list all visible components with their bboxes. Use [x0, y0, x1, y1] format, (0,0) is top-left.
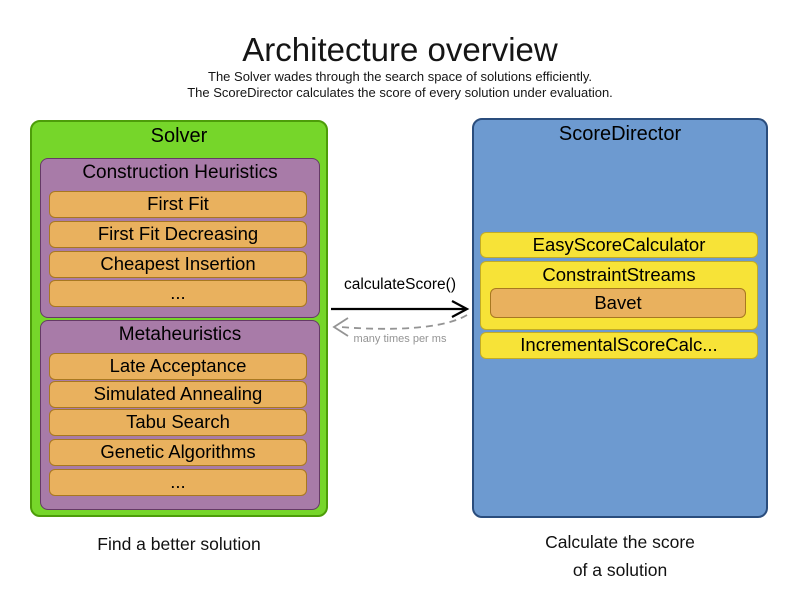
solver-box: Solver Construction Heuristics First Fit…: [30, 120, 328, 517]
algorithm-item-simulated-annealing: Simulated Annealing: [49, 381, 307, 408]
score-director-caption: Calculate the score of a solution: [472, 528, 768, 584]
score-director-title: ScoreDirector: [558, 123, 682, 145]
solver-title: Solver: [150, 125, 208, 147]
algorithm-item-tabu-search: Tabu Search: [49, 409, 307, 436]
constraint-streams-label: ConstraintStreams: [542, 264, 696, 285]
bavet-box: Bavet: [490, 288, 746, 318]
constraint-streams-box: ConstraintStreams Bavet: [480, 261, 758, 330]
algorithm-item-late-acceptance: Late Acceptance: [49, 353, 307, 380]
solver-caption: Find a better solution: [97, 534, 261, 554]
calculate-score-label: calculateScore(): [344, 276, 456, 293]
algorithm-item-first-fit-decreasing: First Fit Decreasing: [49, 221, 307, 248]
construction-heuristics-box: Construction Heuristics First Fit First …: [40, 158, 320, 318]
page-title: Architecture overview: [242, 31, 558, 68]
subtitle-line-2: The ScoreDirector calculates the score o…: [187, 85, 613, 100]
calculate-score-arrow: [331, 300, 470, 318]
algorithm-item-first-fit: First Fit: [49, 191, 307, 218]
subtitle-line-1: The Solver wades through the search spac…: [208, 69, 592, 84]
metaheuristics-title: Metaheuristics: [118, 324, 242, 345]
algorithm-item-ellipsis: ...: [49, 280, 307, 307]
score-director-box: ScoreDirector EasyScoreCalculator Constr…: [472, 118, 768, 518]
construction-heuristics-title: Construction Heuristics: [82, 162, 278, 183]
metaheuristics-box: Metaheuristics Late Acceptance Simulated…: [40, 320, 320, 510]
subtitle: The Solver wades through the search spac…: [0, 69, 800, 101]
score-director-caption-line-2: of a solution: [572, 560, 668, 580]
incremental-score-calculator-box: IncrementalScoreCalc...: [480, 332, 758, 359]
score-director-caption-line-1: Calculate the score: [545, 532, 695, 552]
algorithm-item-ellipsis: ...: [49, 469, 307, 496]
easy-score-calculator-box: EasyScoreCalculator: [480, 232, 758, 258]
frequency-label: many times per ms: [353, 333, 447, 345]
right-arrowhead-icon: [451, 300, 470, 318]
algorithm-item-genetic-algorithms: Genetic Algorithms: [49, 439, 307, 466]
algorithm-item-cheapest-insertion: Cheapest Insertion: [49, 251, 307, 278]
